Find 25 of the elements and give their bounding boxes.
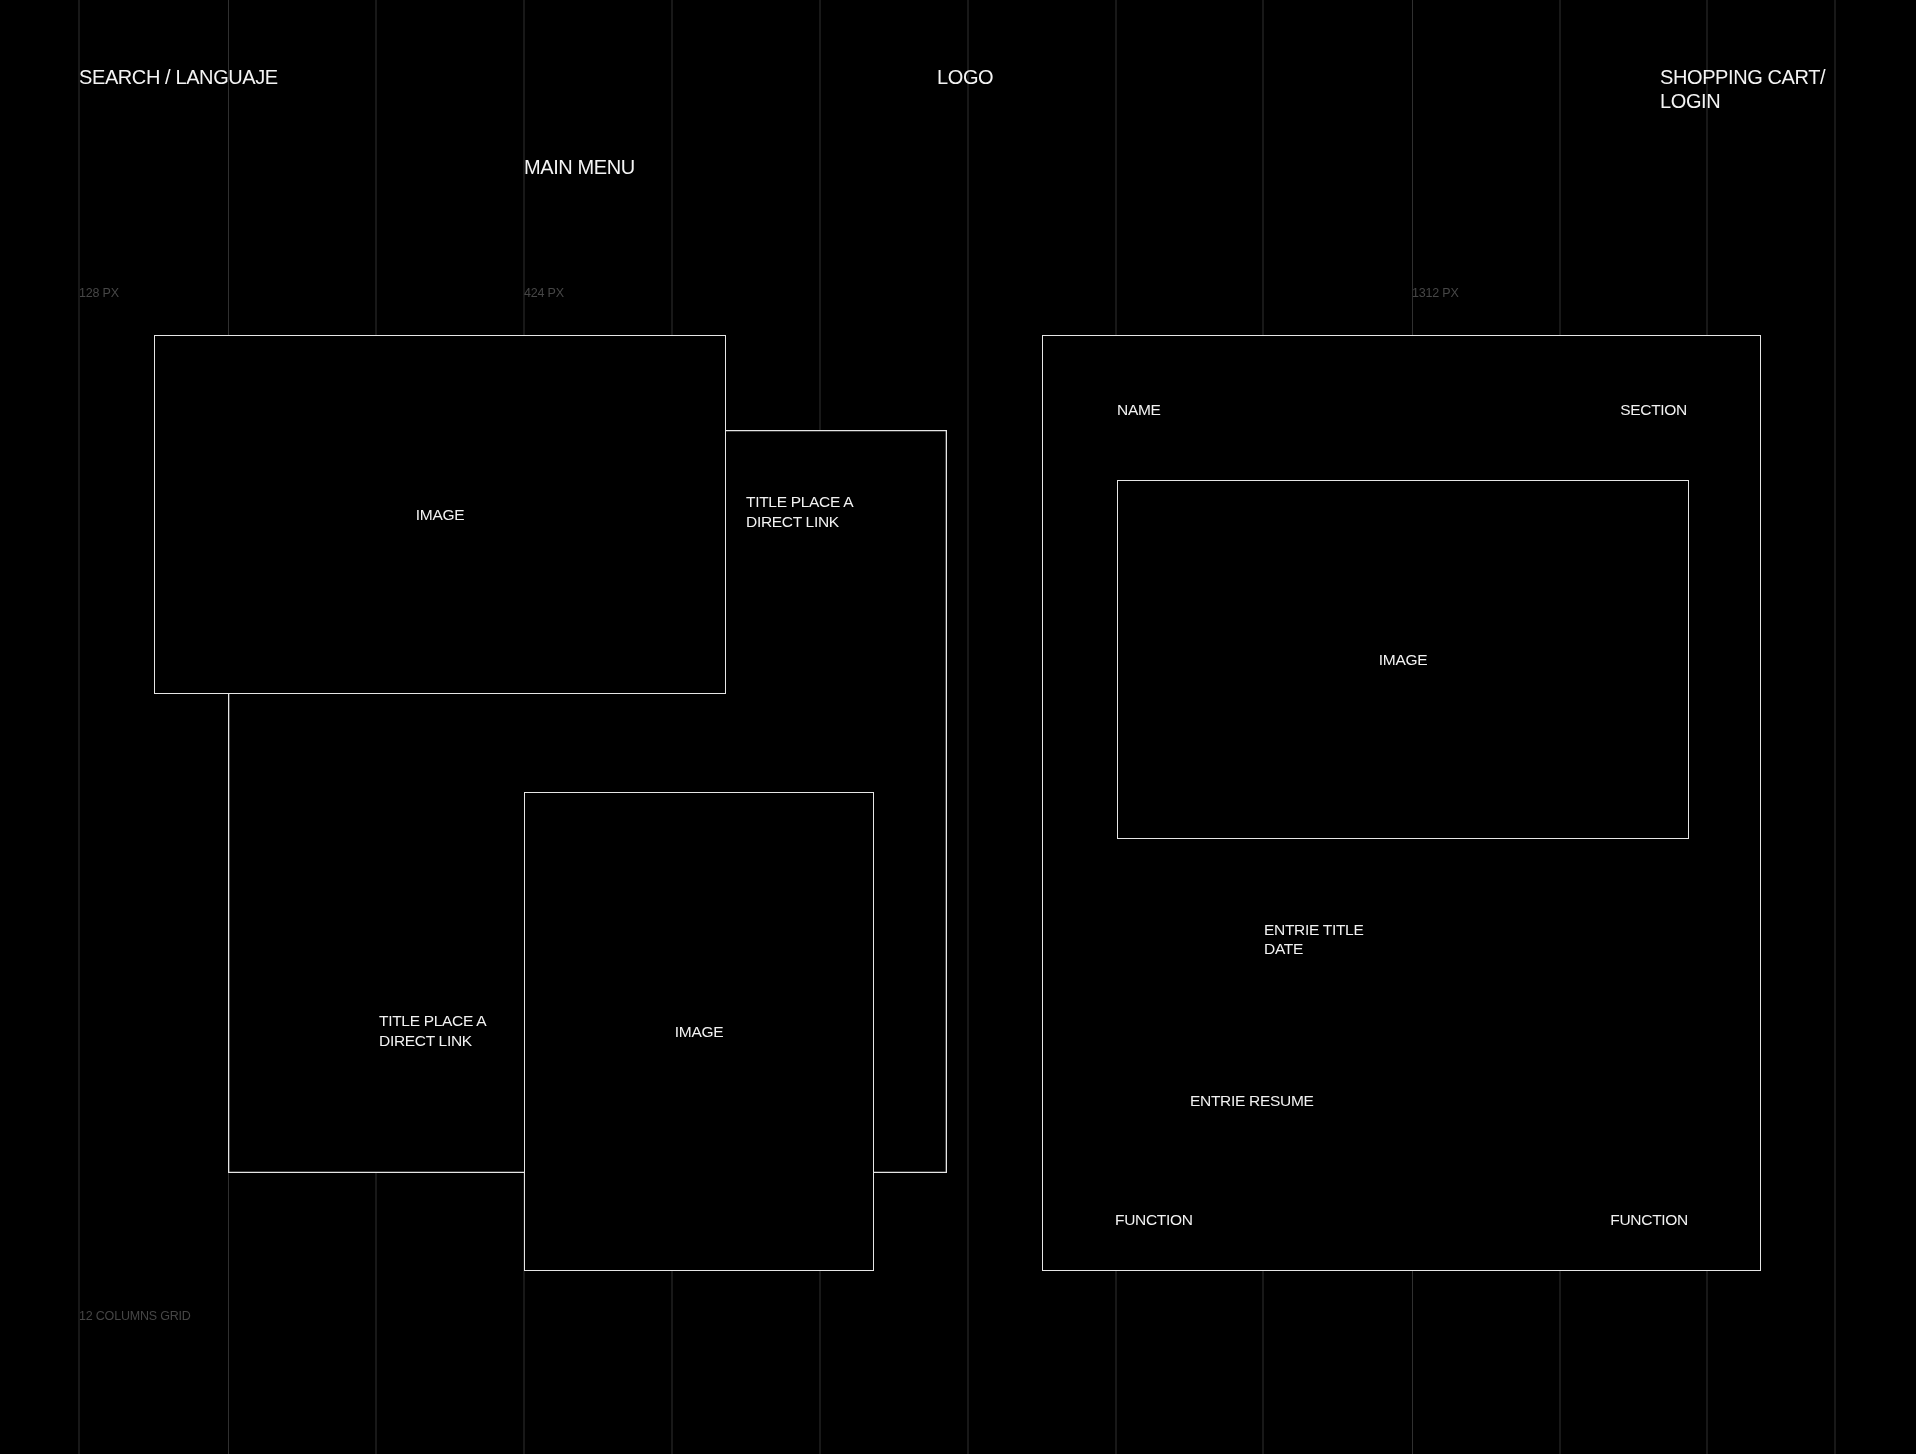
function-label: FUNCTION: [1115, 1210, 1193, 1230]
cart-login-label: SHOPPING CART/ LOGIN: [1660, 65, 1827, 113]
card-title: TITLE PLACE A DIRECT LINK: [379, 1011, 487, 1051]
measurement-label: 1312 PX: [1412, 286, 1459, 301]
article-card: [1042, 335, 1761, 1271]
image-area: [154, 335, 726, 694]
function-label: FUNCTION: [1610, 1210, 1688, 1230]
search-language-label: SEARCH / LANGUAJE: [79, 65, 278, 89]
image-label: IMAGE: [674, 1021, 724, 1042]
image-label: IMAGE: [415, 504, 465, 525]
image-area: [1117, 480, 1689, 839]
entry-date: DATE: [1264, 939, 1303, 959]
card-title: TITLE PLACE A DIRECT LINK: [746, 492, 854, 532]
grid-caption: 12 COLUMNS GRID: [79, 1309, 191, 1324]
header-center-label: LOGO: [937, 65, 994, 89]
image-label: IMAGE: [1378, 649, 1428, 670]
measurement-label: 128 PX: [79, 286, 119, 301]
section-label: SECTION: [1620, 400, 1687, 420]
name-label: NAME: [1117, 400, 1161, 420]
main-menu-label: MAIN MENU: [524, 155, 635, 179]
entry-summary: ENTRIE RESUME: [1190, 1091, 1314, 1111]
image-area: [524, 792, 874, 1271]
entry-title: ENTRIE TITLE: [1264, 920, 1364, 940]
measurement-label: 424 PX: [524, 286, 564, 301]
card-frame: [228, 430, 947, 1173]
